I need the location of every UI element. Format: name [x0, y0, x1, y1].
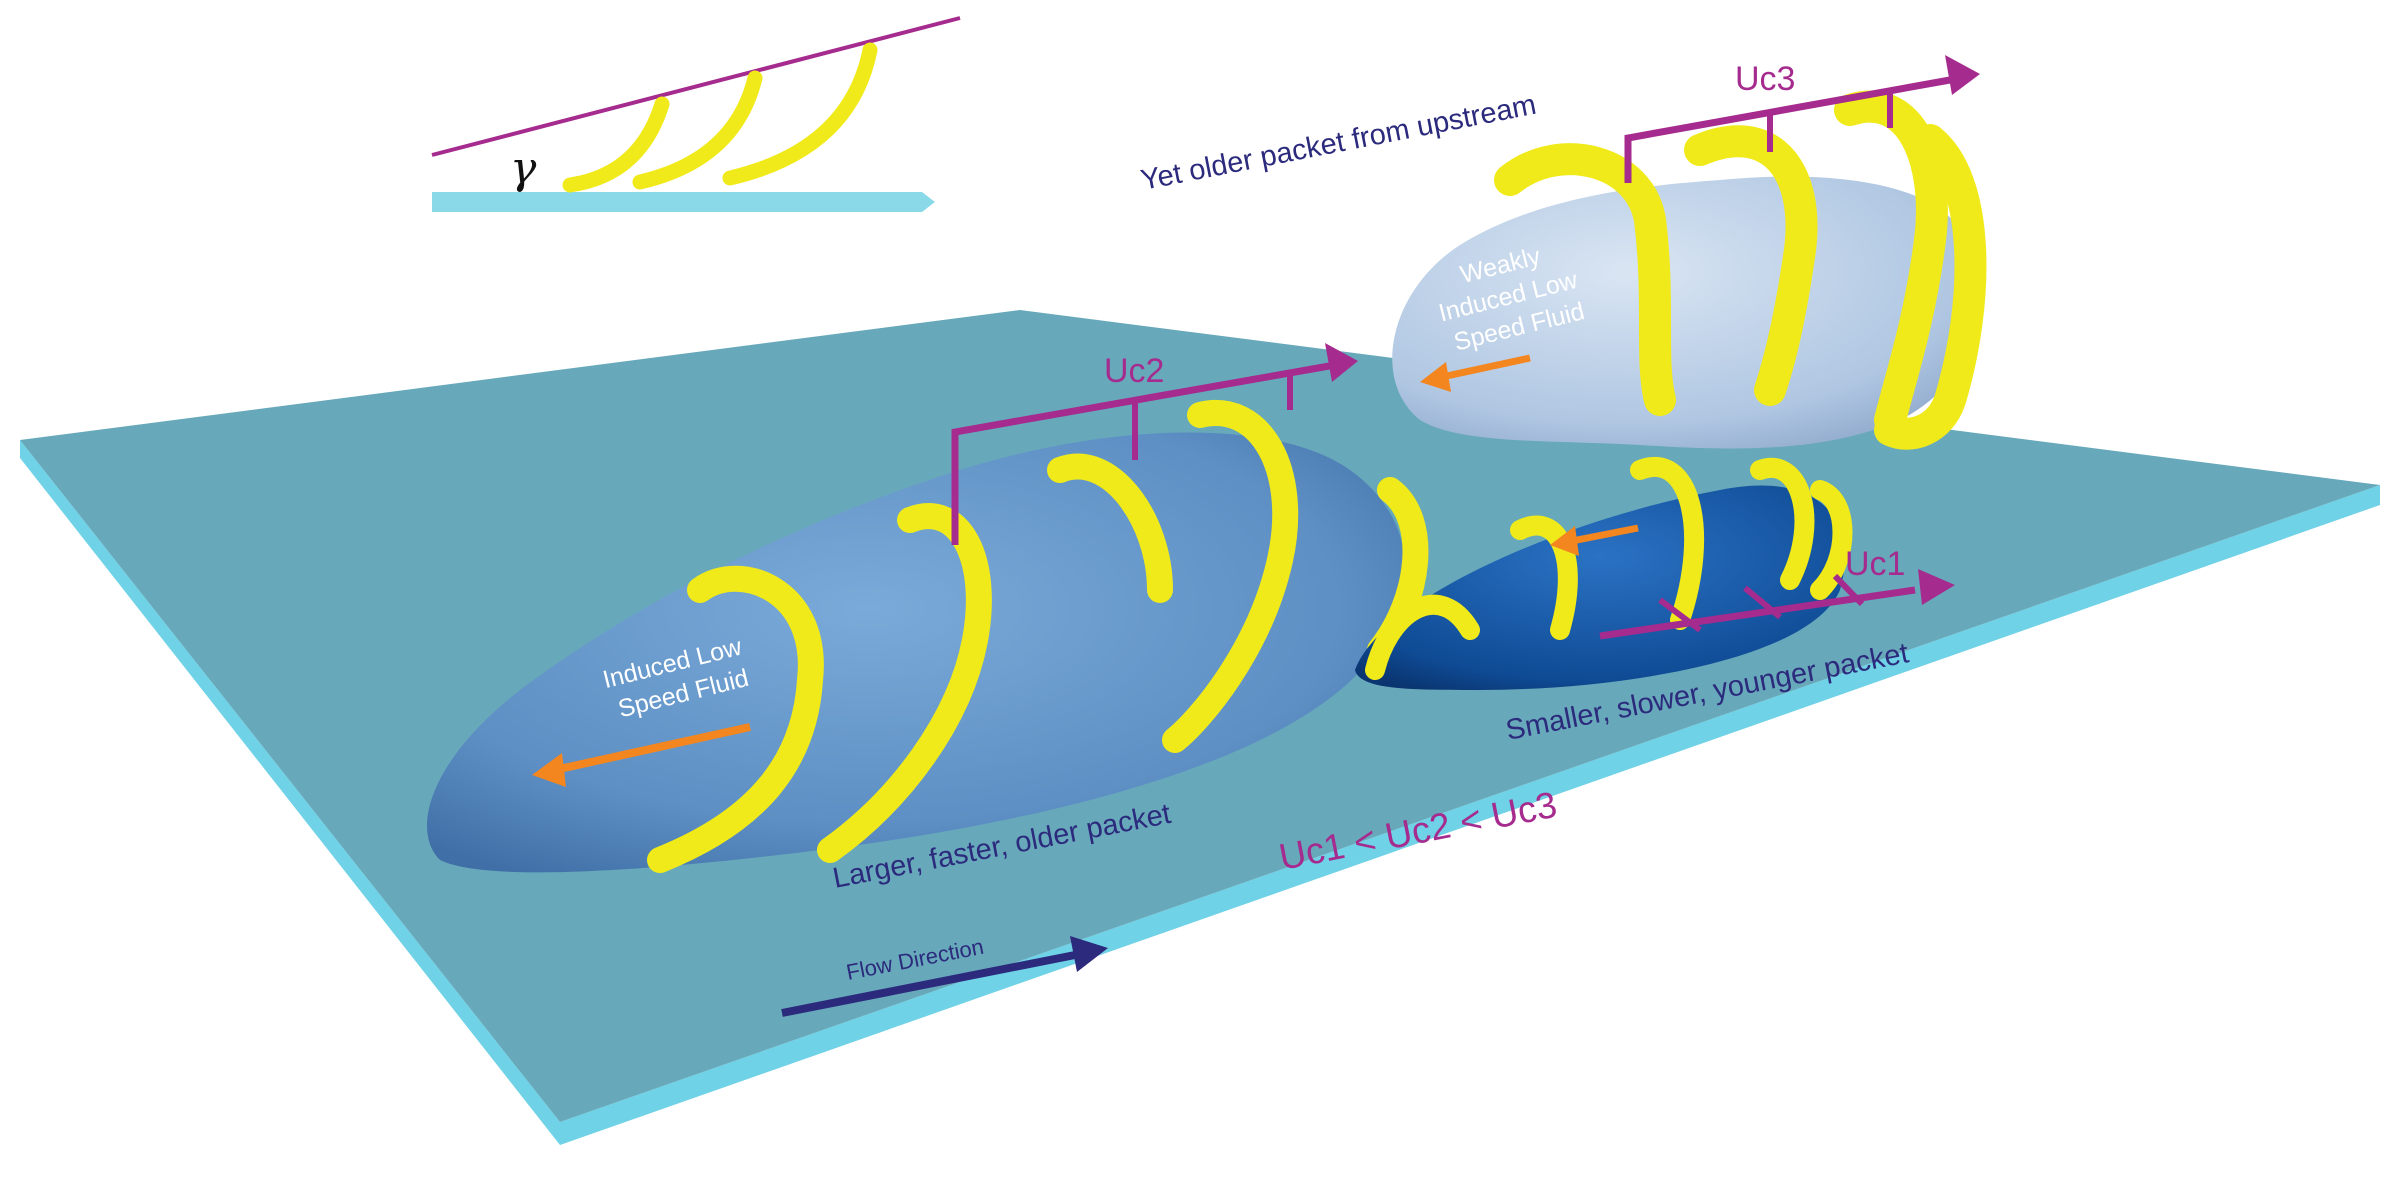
arrow-left-icon — [1441, 354, 1531, 381]
large-packet-hairpin — [1047, 453, 1173, 603]
uc3-label: Uc3 — [1735, 60, 1795, 98]
small-packet-hairpin — [1365, 594, 1480, 680]
inset-wall — [432, 192, 935, 212]
uc3-bracket: Uc3 — [1624, 55, 1980, 183]
uc1-tick — [1658, 597, 1702, 633]
arrow-left-icon — [1571, 524, 1639, 545]
large-packet-hairpin — [1162, 400, 1299, 753]
arrow-left-icon — [1550, 526, 1579, 556]
small-packet-hairpin — [1810, 480, 1853, 600]
old-packet — [1392, 90, 1987, 450]
uc1-bracket: Uc1 — [1599, 545, 1955, 640]
yet-older-packet-label: Yet older packet from upstream — [1138, 89, 1539, 197]
small-packet-body — [1355, 485, 1845, 690]
uc2-label: Uc2 — [1104, 352, 1164, 390]
arrow-left-icon — [1420, 362, 1451, 392]
old-packet-hairpin — [1874, 124, 1987, 450]
uc1-arrowhead — [1918, 569, 1955, 605]
small-packet-hairpin — [1750, 457, 1815, 590]
inset-hairpin — [632, 70, 763, 190]
large-packet-hairpin — [647, 565, 824, 873]
large-packet — [426, 400, 1429, 873]
arrow-right-icon — [1070, 936, 1108, 972]
uc1-tick — [1832, 573, 1865, 607]
uc2-bracket: Uc2 — [951, 343, 1358, 545]
inset-sketch: γ — [431, 16, 961, 212]
uc1-label: Uc1 — [1845, 545, 1905, 583]
induced-arrow-large — [532, 723, 751, 787]
inset-inclination-line — [431, 16, 961, 157]
arrow-left-icon — [532, 753, 566, 787]
old-packet-hairpin — [1684, 125, 1818, 406]
old-packet-body — [1392, 176, 1980, 449]
induced-arrow-old — [1420, 354, 1531, 392]
uc1-bracket-line — [1599, 586, 1916, 640]
uc3-arrowhead — [1945, 55, 1980, 95]
uc3-bracket-line — [1624, 76, 1951, 183]
small-packet-hairpin — [1630, 457, 1705, 630]
inset-hairpin — [562, 96, 670, 193]
old-packet-hairpin — [1834, 90, 1948, 436]
uc2-bracket-line — [951, 361, 1336, 545]
uc1-tick — [1743, 585, 1782, 620]
old-packet-hairpin — [1494, 143, 1676, 416]
arrow-left-icon — [554, 723, 751, 774]
inset-angle-symbol: γ — [510, 143, 537, 194]
inset-hairpin — [722, 42, 878, 186]
induced-arrow-small — [1550, 524, 1639, 556]
uc2-arrowhead — [1325, 343, 1358, 382]
arrow-right-icon — [781, 951, 1076, 1017]
